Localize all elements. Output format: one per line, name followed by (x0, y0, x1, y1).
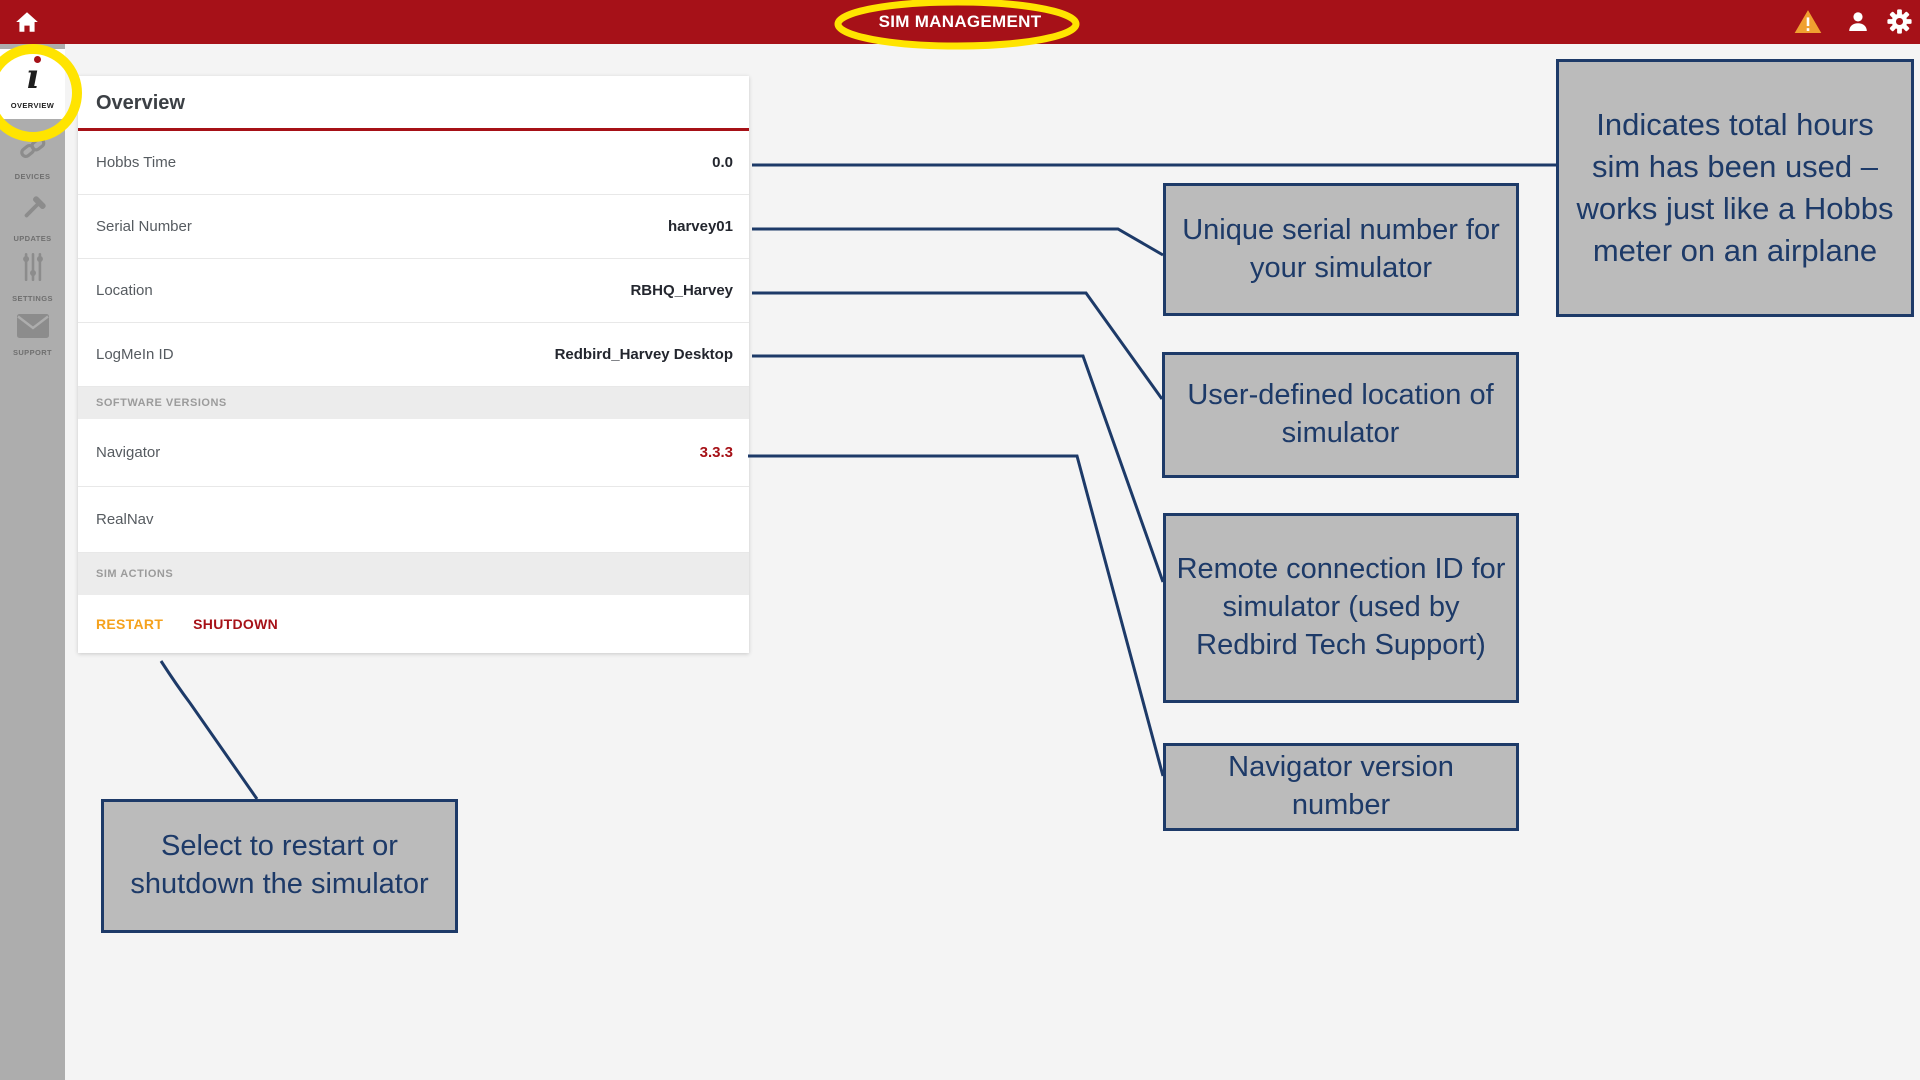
row-label: LogMeIn ID (96, 346, 174, 363)
card-title: Overview (78, 76, 749, 131)
sliders-icon (18, 250, 48, 289)
overview-card: Overview Hobbs Time 0.0 Serial Number ha… (78, 76, 749, 653)
sidebar-nav: ı OVERVIEW DEVICES UPDATES (0, 44, 65, 1080)
sidebar-item-devices[interactable]: DEVICES (0, 134, 65, 182)
sidebar-item-settings[interactable]: SETTINGS (0, 250, 65, 308)
sidebar-item-label: DEVICES (14, 172, 51, 181)
callout-location: User-defined location of simulator (1162, 352, 1519, 478)
row-location: Location RBHQ_Harvey (78, 259, 749, 323)
sidebar-item-label: SETTINGS (12, 294, 53, 303)
row-label: Location (96, 282, 153, 299)
section-header-software-versions: SOFTWARE VERSIONS (78, 387, 749, 419)
warning-triangle-icon[interactable] (1794, 9, 1822, 39)
info-icon: ı (26, 56, 41, 97)
home-icon[interactable] (14, 10, 40, 34)
hammer-icon (18, 194, 48, 229)
sidebar-item-updates[interactable]: UPDATES (0, 194, 65, 248)
row-value: harvey01 (667, 218, 733, 235)
row-label: RealNav (96, 511, 154, 528)
restart-button[interactable]: RESTART (96, 616, 164, 632)
row-label: Navigator (96, 444, 161, 461)
user-icon[interactable] (1846, 9, 1870, 39)
sidebar-item-label: OVERVIEW (10, 101, 55, 110)
row-logmein-id: LogMeIn ID Redbird_Harvey Desktop (78, 323, 749, 387)
callout-serial-number: Unique serial number for your simulator (1163, 183, 1519, 316)
gear-icon[interactable] (1887, 9, 1912, 39)
row-hobbs-time: Hobbs Time 0.0 (78, 131, 749, 195)
callout-navigator-version: Navigator version number (1163, 743, 1519, 831)
page-title: SIM MANAGEMENT (878, 12, 1042, 31)
callout-sim-actions: Select to restart or shutdown the simula… (101, 799, 458, 933)
sidebar-item-support[interactable]: SUPPORT (0, 314, 65, 366)
row-label: Serial Number (96, 218, 192, 235)
envelope-icon (16, 314, 49, 343)
row-realnav: RealNav (78, 487, 749, 553)
row-navigator: Navigator 3.3.3 (78, 419, 749, 487)
row-serial-number: Serial Number harvey01 (78, 195, 749, 259)
chain-link-icon (18, 134, 48, 167)
section-header-sim-actions: SIM ACTIONS (78, 553, 749, 595)
shutdown-button[interactable]: SHUTDOWN (193, 616, 279, 632)
sidebar-item-label: SUPPORT (12, 348, 53, 357)
sidebar-item-label: UPDATES (13, 234, 52, 243)
top-bar: SIM MANAGEMENT (0, 0, 1920, 44)
sim-actions-row: RESTART SHUTDOWN (78, 595, 749, 653)
row-value: RBHQ_Harvey (630, 282, 733, 299)
callout-logmein-id: Remote connection ID for simulator (used… (1163, 513, 1519, 703)
row-value: Redbird_Harvey Desktop (554, 346, 733, 363)
row-value: 3.3.3 (699, 444, 733, 461)
sidebar-item-overview[interactable]: ı OVERVIEW (0, 49, 65, 119)
row-value: 0.0 (712, 154, 733, 171)
row-label: Hobbs Time (96, 154, 177, 171)
callout-hobbs-time: Indicates total hours sim has been used … (1556, 59, 1914, 317)
